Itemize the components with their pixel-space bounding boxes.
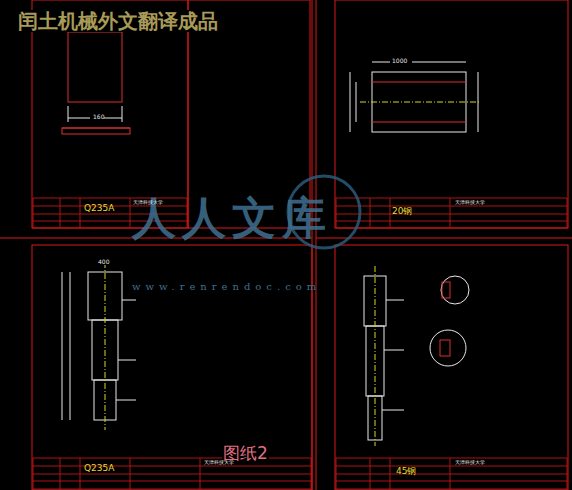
material-label: 45钢 <box>396 467 416 476</box>
dimension: 1000 <box>392 58 407 64</box>
material-label: Q235A <box>84 464 114 473</box>
dimension: 400 <box>98 259 109 265</box>
sheet-title: 闰土机械外文翻译成品 <box>16 10 220 32</box>
school-name: 天津科技大学 <box>455 200 485 205</box>
watermark-url: www.renrendoc.com <box>132 282 321 292</box>
school-name: 天津科技大学 <box>204 460 234 465</box>
school-name: 天津科技大学 <box>455 460 485 465</box>
material-label: 20钢 <box>392 207 412 216</box>
dimension: 160 <box>93 114 104 120</box>
school-name: 天津科技大学 <box>133 200 163 205</box>
material-label: Q235A <box>84 204 114 213</box>
